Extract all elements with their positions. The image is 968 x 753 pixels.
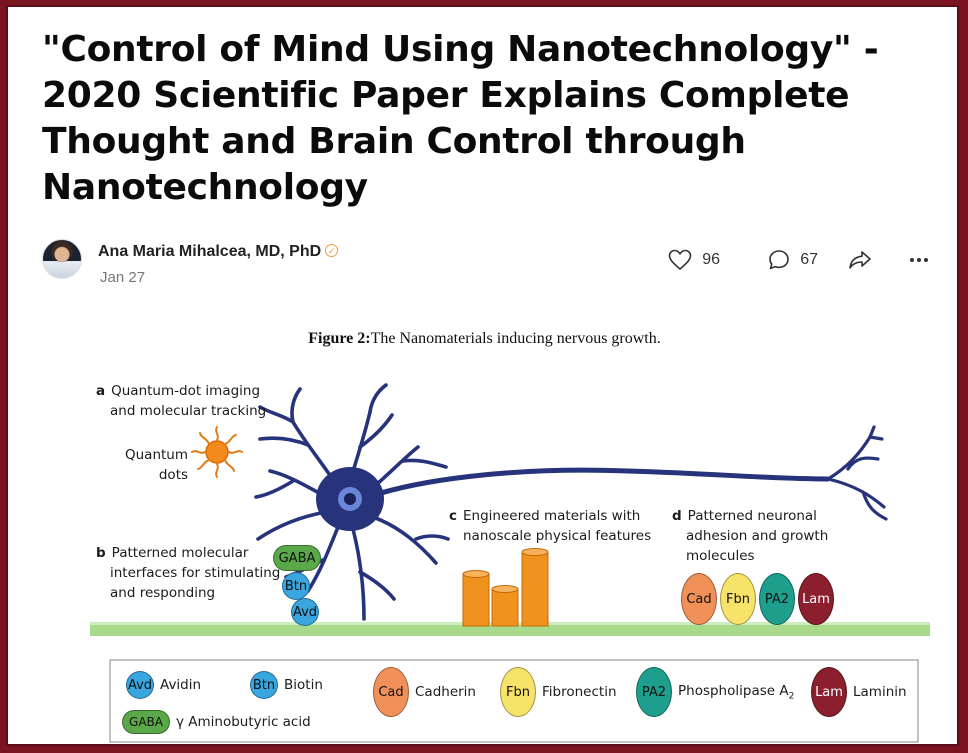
legend-phospholipase: PA2 Phospholipase A2 [636,667,794,717]
legend-biotin: Btn Biotin [250,671,323,699]
fibronectin-molecule: Fbn [720,573,756,625]
comment-button[interactable]: 67 [768,249,818,271]
legend-avidin-label: Avidin [160,677,202,693]
like-count: 96 [702,251,720,268]
figure-caption-text: The Nanomaterials inducing nervous growt… [370,330,661,347]
nanopillars [462,548,549,627]
axon [365,467,831,500]
legend-phospholipase-swatch: PA2 [636,667,672,717]
axon-terminal [826,425,888,521]
legend-biotin-swatch: Btn [250,671,278,699]
avidin-molecule: Avd [291,598,319,626]
legend-cadherin: Cad Cadherin [373,667,476,717]
author-name-text[interactable]: Ana Maria Mihalcea, MD, PhD [98,243,322,260]
cadherin-molecule: Cad [681,573,717,625]
legend-cadherin-swatch: Cad [373,667,409,717]
neuron-nucleolus [344,493,356,505]
more-button[interactable] [908,249,930,271]
quantum-dots-label: Quantum dots [125,447,189,483]
legend-gaba: GABA γ Aminobutyric acid [122,710,311,734]
author-name[interactable]: Ana Maria Mihalcea, MD, PhD✓ [98,243,339,261]
share-button[interactable] [848,249,872,271]
legend-phospholipase-label: Phospholipase A2 [678,682,795,702]
legend-fibronectin-swatch: Fbn [500,667,536,717]
legend-laminin-label: Laminin [853,684,907,700]
legend-biotin-label: Biotin [284,677,323,693]
figure-caption-label: Figure 2: [308,330,371,347]
legend-gaba-label: γ Aminobutyric acid [176,714,311,730]
more-icon [910,258,928,262]
verified-icon: ✓ [325,244,339,257]
legend-laminin-swatch: Lam [811,667,847,717]
biotin-molecule: Btn [282,572,310,600]
legend-cadherin-label: Cadherin [415,684,476,700]
laminin-molecule: Lam [798,573,834,625]
legend-gaba-swatch: GABA [122,710,170,734]
legend-avidin: Avd Avidin [126,671,201,699]
heart-icon [668,249,692,270]
legend-laminin: Lam Laminin [811,667,907,717]
post-frame: "Control of Mind Using Nanotechnology" -… [6,5,959,746]
figure-caption: Figure 2:The Nanomaterials inducing nerv… [8,330,957,348]
comment-count: 67 [800,251,818,268]
legend-fibronectin-label: Fibronectin [542,684,617,700]
legend-fibronectin: Fbn Fibronectin [500,667,617,717]
phospholipase-molecule: PA2 [759,573,795,625]
post-title: "Control of Mind Using Nanotechnology" -… [42,29,879,208]
byline: Ana Maria Mihalcea, MD, PhD✓ Jan 27 96 6… [42,239,932,286]
legend-phospholipase-subscript: 2 [788,691,795,702]
avatar[interactable] [42,239,82,279]
comment-icon [769,250,790,270]
like-button[interactable]: 96 [668,249,720,271]
share-icon [849,251,871,269]
quantum-dot [191,426,243,478]
gaba-molecule: GABA [273,545,321,571]
post-date: Jan 27 [100,269,146,286]
legend-avidin-swatch: Avd [126,671,154,699]
substrate-surface [90,622,930,636]
